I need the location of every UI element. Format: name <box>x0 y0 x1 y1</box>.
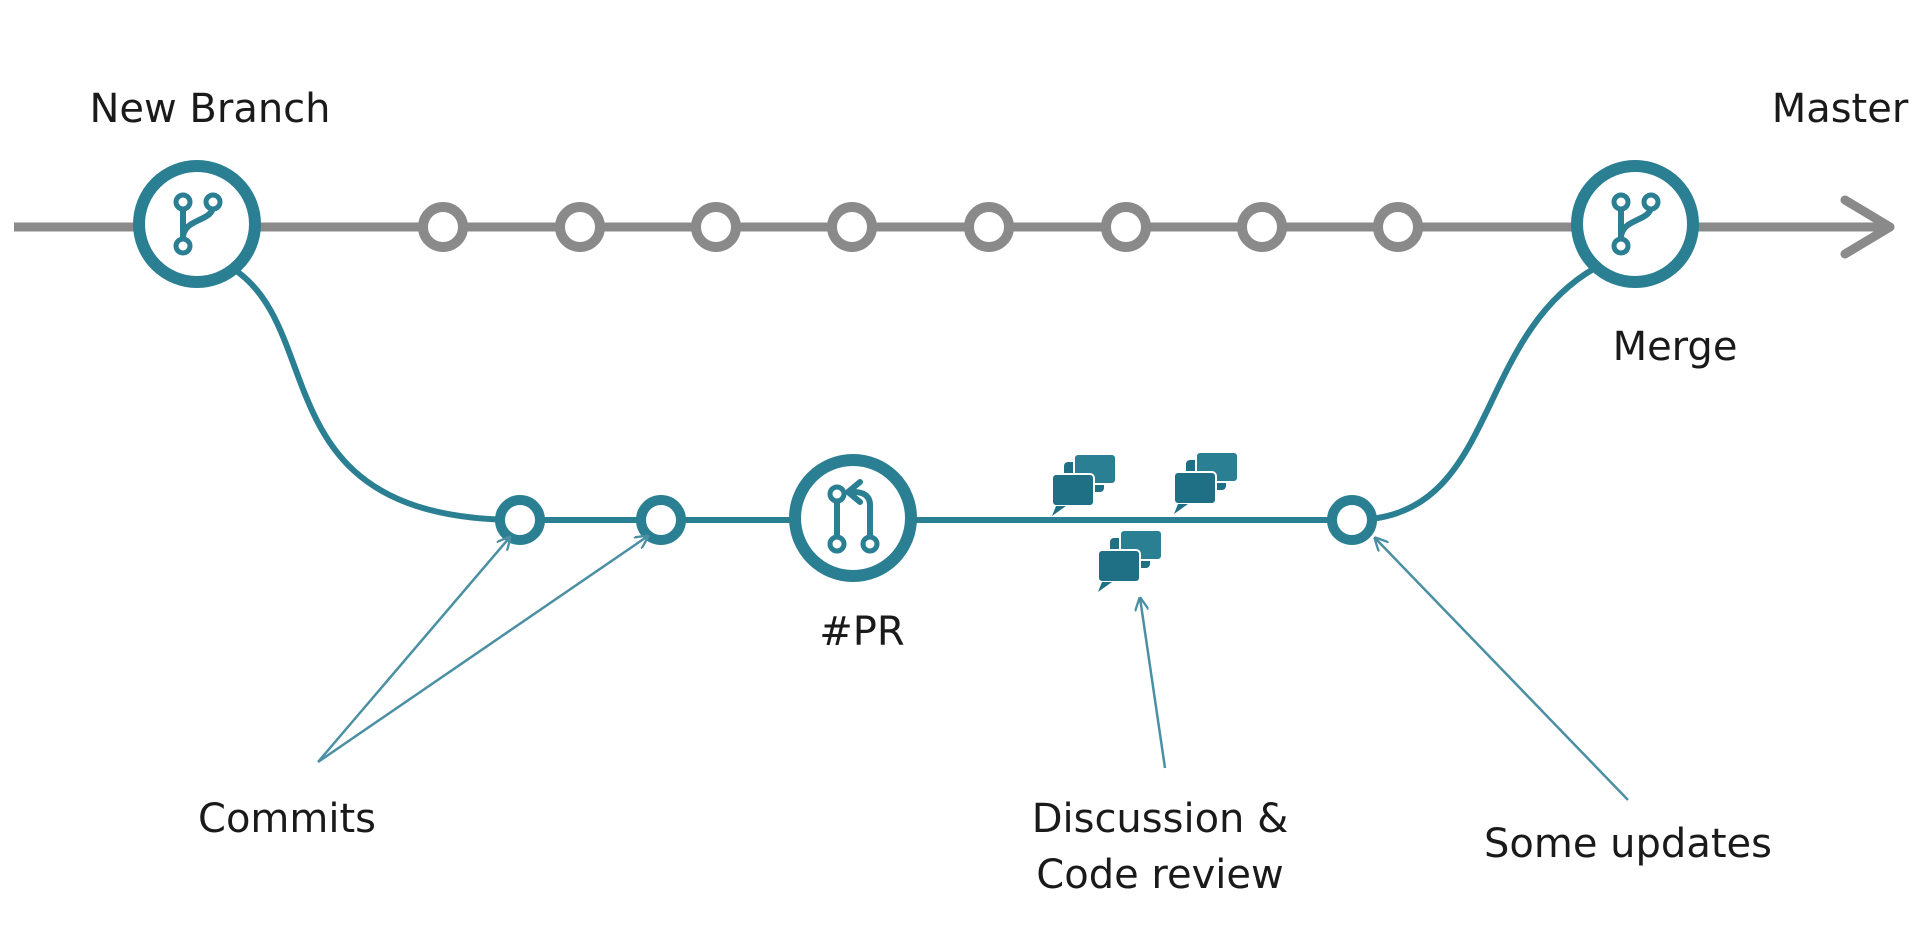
merge-label: Merge <box>1613 324 1738 370</box>
discussion-arrow <box>1140 598 1167 769</box>
discussion-label-line2: Code review <box>1036 852 1283 898</box>
annotation-arrows <box>317 536 1629 801</box>
branch-commit-update <box>1327 495 1377 545</box>
git-pull-request-icon <box>827 479 880 554</box>
feature-branch-line <box>230 265 1597 523</box>
commits-arrow-2 <box>317 536 648 764</box>
some-updates-label: Some updates <box>1484 821 1772 867</box>
master-commit <box>827 202 877 252</box>
master-commits <box>418 202 1423 252</box>
master-label: Master <box>1772 86 1909 132</box>
pr-label: #PR <box>819 609 904 655</box>
master-commit <box>1237 202 1287 252</box>
commits-arrow-1 <box>317 537 510 763</box>
master-commit <box>691 202 741 252</box>
master-arrowhead <box>1840 195 1895 259</box>
master-commit <box>1101 202 1151 252</box>
merge-node <box>1571 160 1699 288</box>
master-commit <box>555 202 605 252</box>
branch-commit-2 <box>636 495 686 545</box>
new-branch-node <box>133 160 261 288</box>
updates-arrow <box>1375 538 1629 801</box>
new-branch-label: New Branch <box>89 86 330 132</box>
discussion-label-line1: Discussion & <box>1032 796 1289 842</box>
pr-node <box>789 454 917 582</box>
master-commit <box>418 202 468 252</box>
commits-label: Commits <box>198 796 376 842</box>
master-commit <box>964 202 1014 252</box>
master-commit <box>1373 202 1423 252</box>
branch-commit-1 <box>495 495 545 545</box>
